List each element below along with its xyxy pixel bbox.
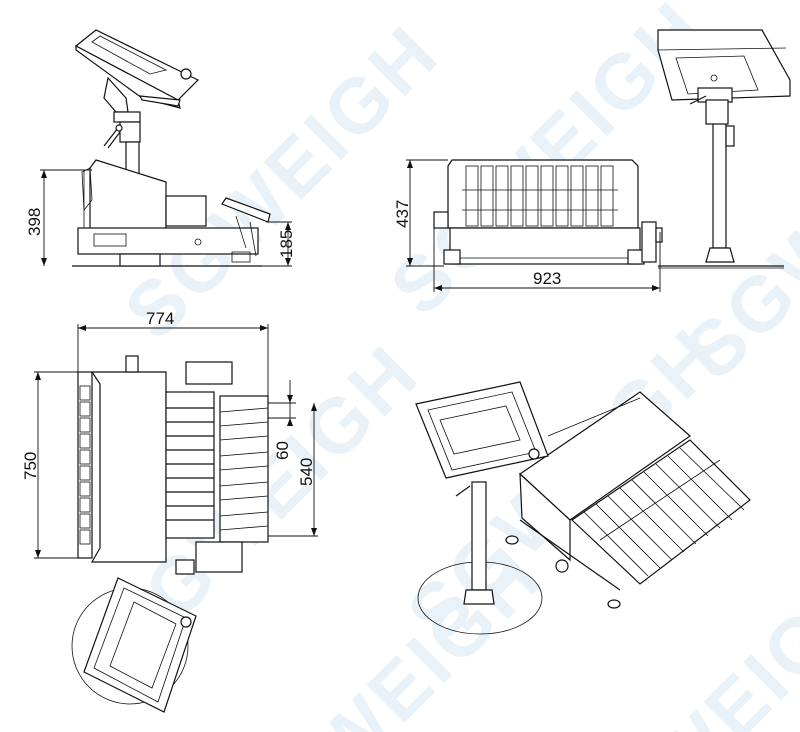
dim-width-923: 923 [533, 269, 561, 288]
dim-height-398: 398 [25, 208, 44, 236]
dim-span-540: 540 [297, 458, 316, 486]
dim-width-774: 774 [146, 309, 174, 328]
dim-depth-750: 750 [21, 452, 40, 480]
dim-pitch-60: 60 [273, 441, 292, 460]
hopper-rows [166, 407, 214, 521]
bucket-row [462, 165, 618, 227]
dim-height-185: 185 [277, 230, 296, 258]
monitor-back [657, 29, 791, 147]
feeder-pans [79, 385, 91, 545]
dim-height-437: 437 [393, 200, 412, 228]
monitor-head [74, 29, 200, 109]
iso-buckets [571, 439, 751, 585]
